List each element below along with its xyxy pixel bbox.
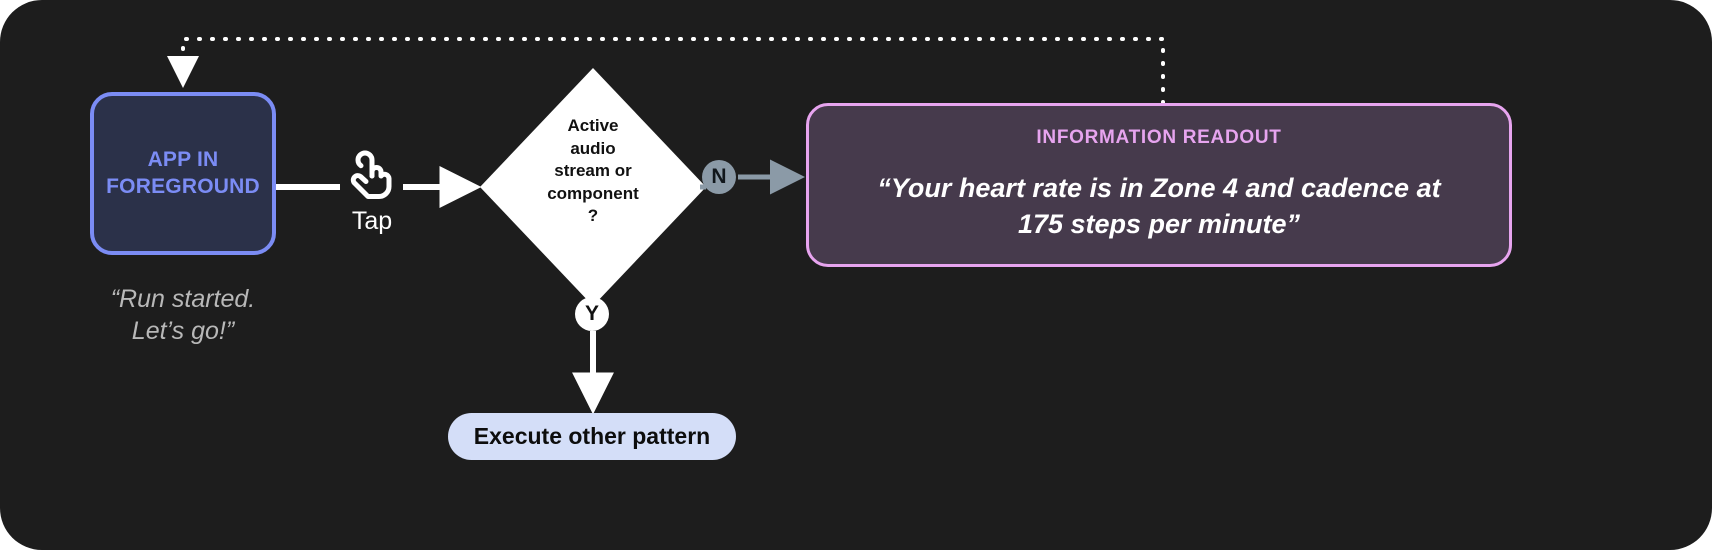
readout-title: INFORMATION READOUT <box>1036 127 1282 149</box>
tap-gesture-label: Tap <box>351 207 393 235</box>
connector-feedback-loop <box>167 37 1165 105</box>
branch-badge-yes: Y <box>575 297 609 331</box>
node-information-readout[interactable]: INFORMATION READOUT “Your heart rate is … <box>806 103 1512 267</box>
readout-body: “Your heart rate is in Zone 4 and cadenc… <box>877 173 1441 239</box>
decision-diamond <box>480 68 706 306</box>
node-app-label: APP IN FOREGROUND <box>106 147 260 198</box>
tap-hand-icon <box>345 147 397 203</box>
pill-label: Execute other pattern <box>473 423 711 449</box>
node-execute-other-pattern[interactable]: Execute other pattern <box>448 413 736 460</box>
branch-badge-no: N <box>702 160 736 194</box>
app-node-caption: “Run started. Let’s go!” <box>110 285 256 345</box>
node-app-in-foreground[interactable]: APP IN FOREGROUND <box>90 92 276 255</box>
